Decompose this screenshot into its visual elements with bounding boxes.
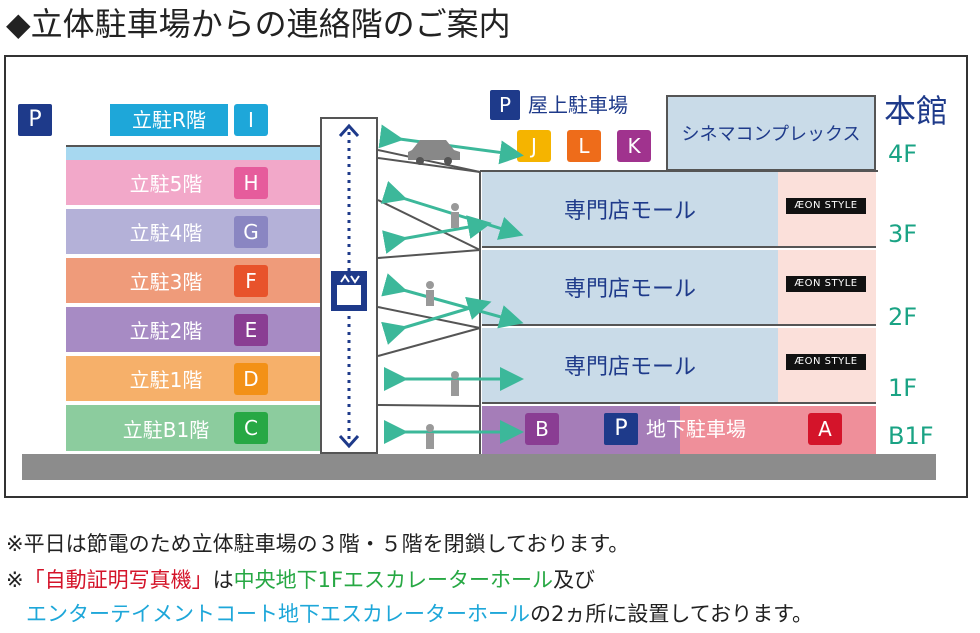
- floor-label: 立駐1階: [129, 368, 203, 392]
- floor-1: 立駐1階 D: [66, 356, 320, 403]
- roof-slab: [66, 145, 320, 160]
- rooftop-badge-l: L: [567, 130, 601, 162]
- floor-badge: E: [234, 314, 268, 346]
- floor-label: 立駐4階: [129, 221, 203, 245]
- entertainment-court-hall: エンターテイメントコート地下エスカレーターホール: [26, 602, 530, 626]
- aeon-2f: ÆON STYLE: [778, 250, 876, 326]
- basement-right: [680, 406, 876, 454]
- note-mark: ※: [6, 568, 24, 592]
- mall-label: 専門店モール: [563, 199, 696, 224]
- floor-4: 立駐4階 G: [66, 209, 320, 256]
- floor-badge: F: [234, 265, 268, 297]
- floor-3: 立駐3階 F: [66, 258, 320, 305]
- main-building-label: 本館: [884, 92, 949, 130]
- note-line-1: ※平日は節電のため立体駐車場の３階・５階を閉鎖しております。: [6, 532, 630, 556]
- floor-5: 立駐5階 H: [66, 160, 320, 207]
- basement-parking-label: 地下駐車場: [646, 417, 746, 441]
- ground: [22, 454, 936, 480]
- floor-label-4f: 4F: [888, 140, 918, 168]
- parking-icon: P: [18, 104, 52, 136]
- mall-2f: 専門店モール: [482, 250, 778, 326]
- floor-badge: H: [234, 167, 268, 199]
- page-title: ◆立体駐車場からの連絡階のご案内: [6, 5, 511, 43]
- floor-badge: D: [234, 363, 268, 395]
- rooftop-parking-label: 屋上駐車場: [528, 93, 628, 117]
- rooftop-badge-k: K: [617, 130, 651, 162]
- floor-badge: G: [234, 216, 268, 248]
- diagram-frame: [4, 55, 968, 498]
- aeon-3f: ÆON STYLE: [778, 172, 876, 248]
- note-line-3: エンターテイメントコート地下エスカレーターホールの2ヵ所に設置しております。: [26, 598, 813, 628]
- rooftop-badge-j: J: [517, 130, 551, 162]
- floor-badge: C: [234, 412, 268, 444]
- central-escalator-hall: 中央地下1Fエスカレーターホール: [233, 568, 554, 592]
- note-and: 及び: [553, 568, 596, 592]
- mall-1f: 専門店モール: [482, 328, 778, 404]
- basement-badge-b: B: [525, 413, 559, 445]
- floor-label-b1f: B1F: [888, 422, 934, 450]
- floor-label: 立駐5階: [129, 172, 203, 196]
- floor-2: 立駐2階 E: [66, 307, 320, 354]
- note-tail: の2ヵ所に設置しております。: [530, 602, 813, 626]
- rooftop-parking-icon: P: [490, 90, 520, 120]
- cinema-block: シネマコンプレックス: [666, 95, 876, 171]
- roof-floor-text: 立駐R階: [132, 108, 206, 132]
- mall-3f: 専門店モール: [482, 172, 778, 248]
- aeon-logo: ÆON STYLE: [786, 198, 866, 214]
- basement-badge-a: A: [808, 413, 842, 445]
- elevator-shaft: [320, 117, 378, 454]
- main-building-top: [480, 170, 878, 172]
- floor-label: 立駐B1階: [122, 417, 210, 442]
- basement-parking-icon: P: [604, 413, 638, 445]
- aeon-1f: ÆON STYLE: [778, 328, 876, 404]
- aeon-logo: ÆON STYLE: [786, 354, 866, 370]
- mall-label: 専門店モール: [563, 355, 696, 380]
- floor-b1: 立駐B1階 C: [66, 405, 320, 453]
- roof-floor-label: 立駐R階: [110, 104, 228, 136]
- mall-label: 専門店モール: [563, 277, 696, 302]
- roof-floor-badge: I: [234, 104, 268, 136]
- floor-label-3f: 3F: [888, 220, 918, 248]
- note-particle: は: [212, 568, 234, 592]
- floor-label: 立駐2階: [129, 319, 203, 343]
- cinema-label: シネマコンプレックス: [681, 124, 861, 145]
- note-line-2: ※「自動証明写真機」は中央地下1Fエスカレーターホール及び: [6, 564, 595, 594]
- floor-label-2f: 2F: [888, 303, 918, 331]
- aeon-logo: ÆON STYLE: [786, 276, 866, 292]
- floor-label: 立駐3階: [129, 270, 203, 294]
- photo-booth-label: 「自動証明写真機」: [23, 568, 213, 592]
- floor-label-1f: 1F: [888, 374, 918, 402]
